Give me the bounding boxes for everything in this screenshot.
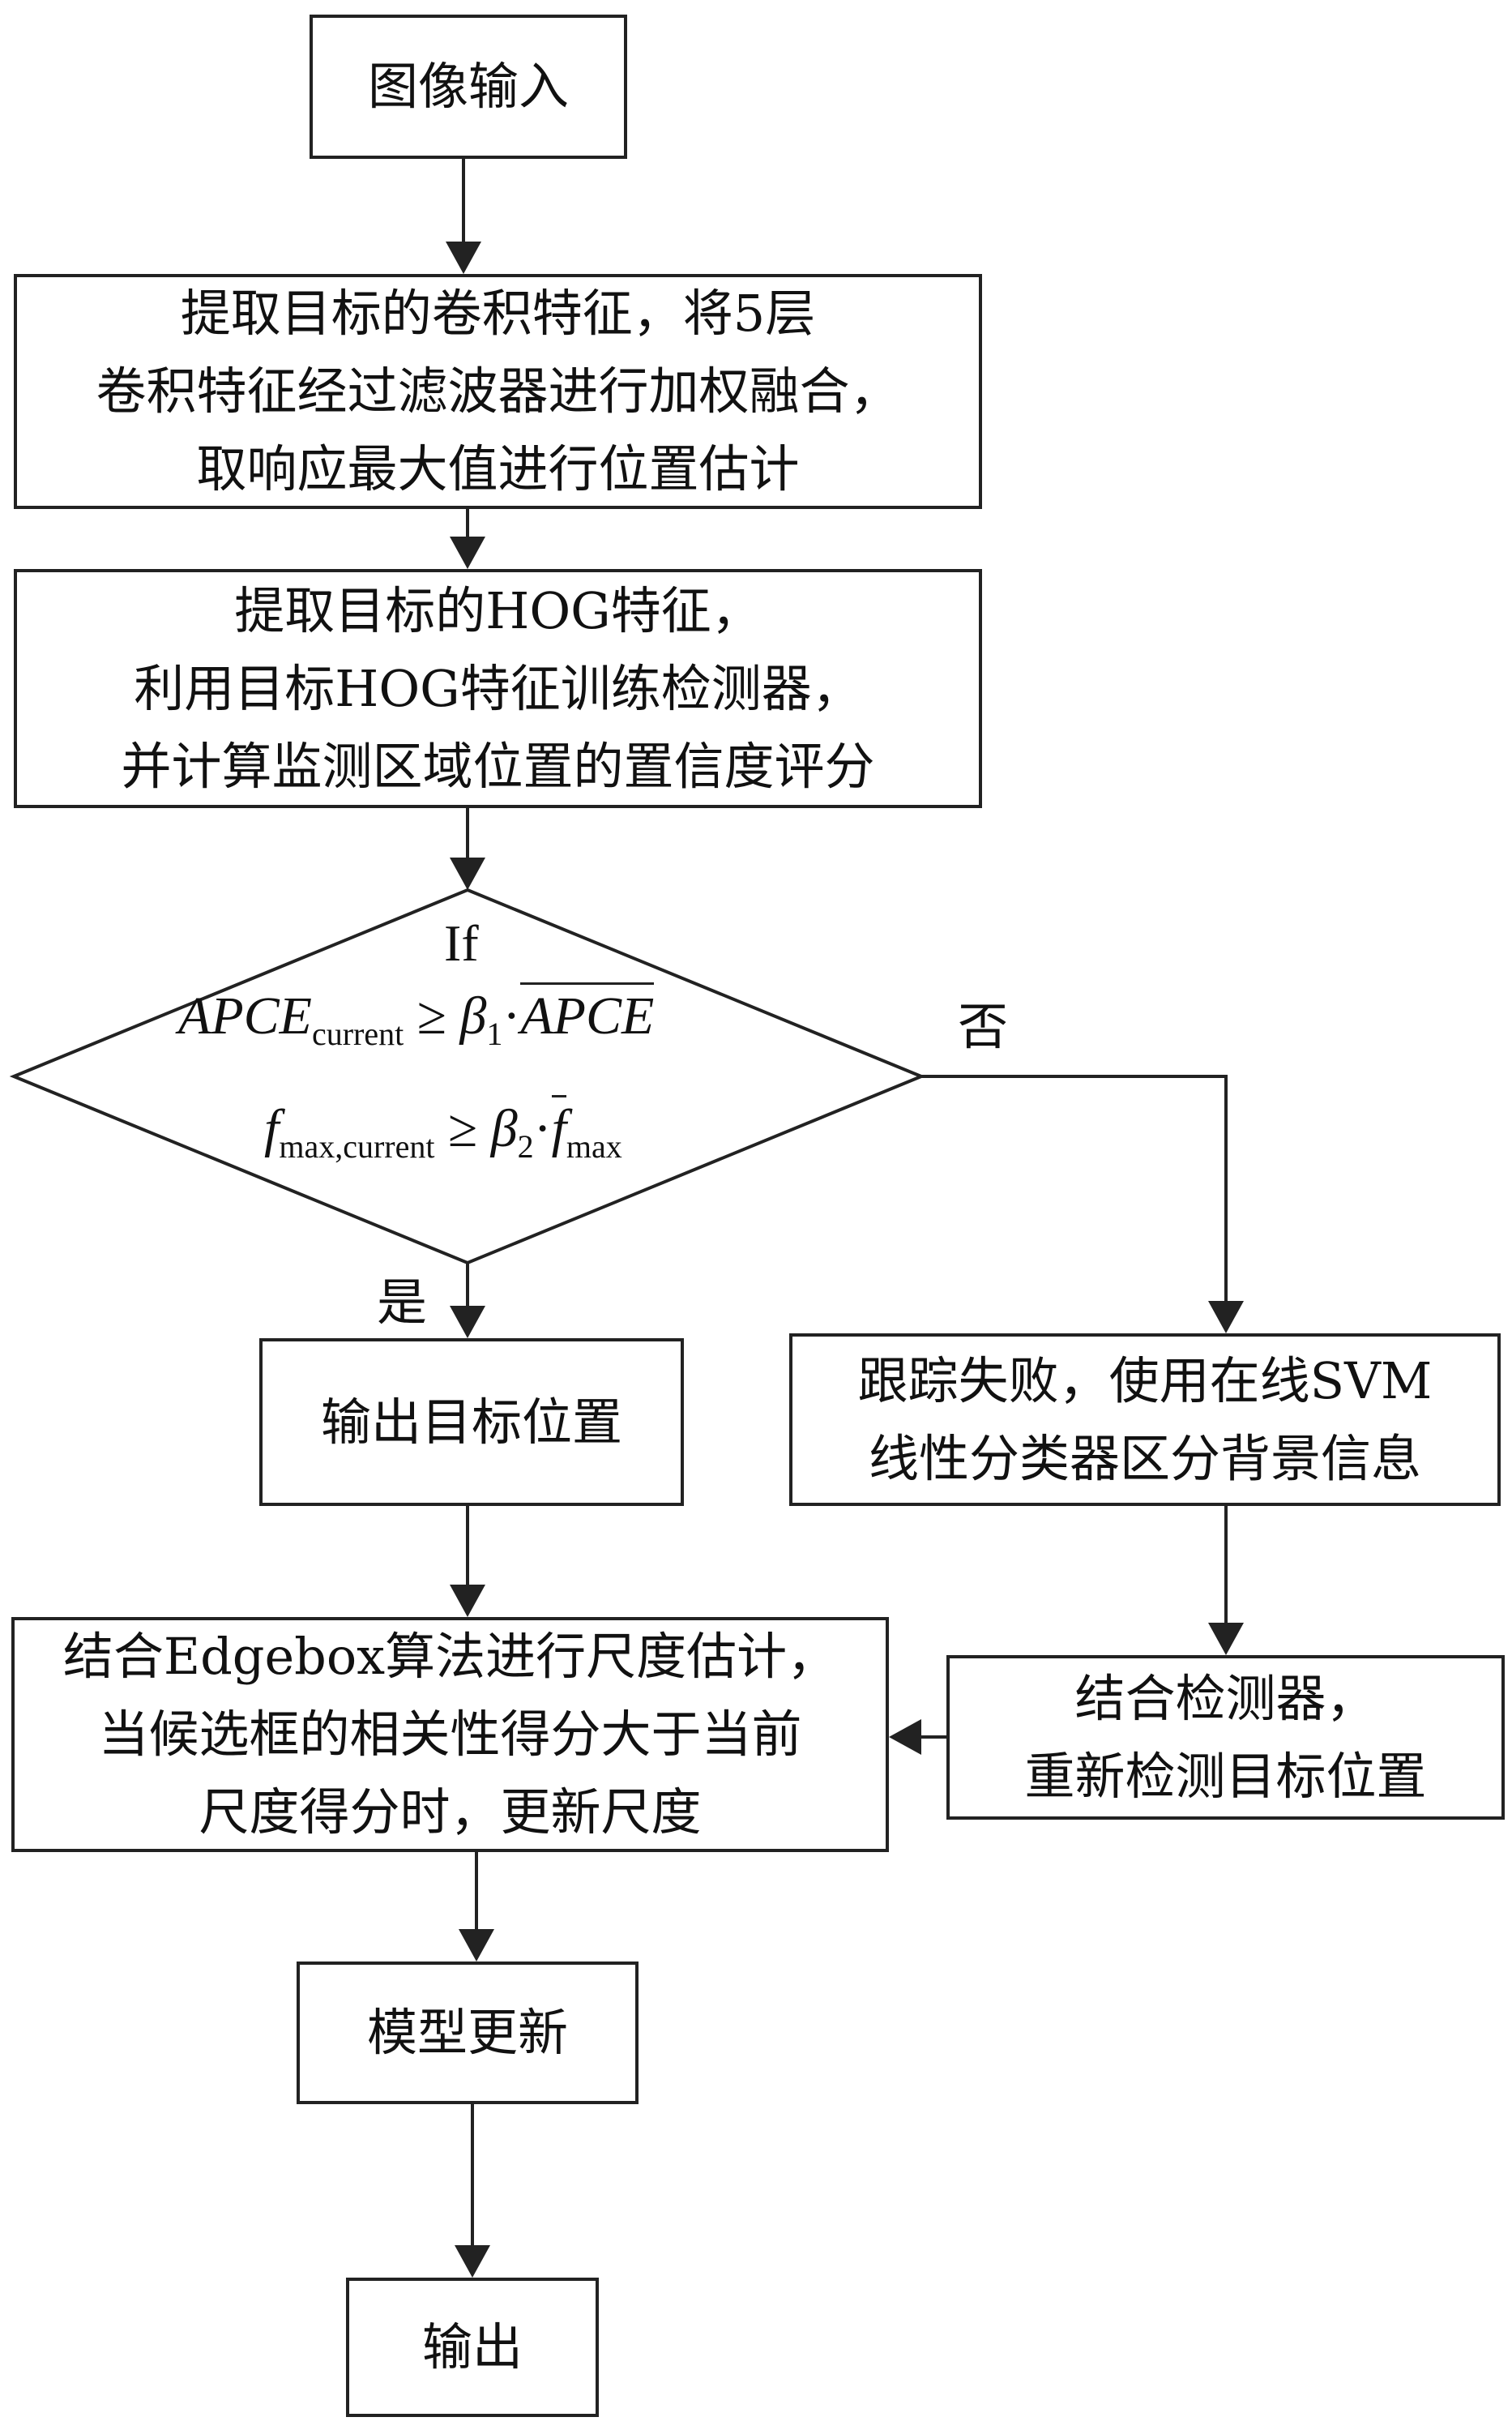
cond2-lhs: f [264, 1099, 280, 1158]
node-scale-line-2: 当候选框的相关性得分大于当前 [98, 1705, 802, 1764]
arrow-input-to-conv [446, 159, 481, 274]
arrow-update-to-output [455, 2104, 490, 2278]
cond2-rhs: f [551, 1095, 566, 1158]
node-redetect-line-2: 重新检测目标位置 [1024, 1746, 1427, 1806]
decision-condition-1: APCEcurrent ≥ β1·APCE [178, 982, 655, 1065]
node-model-update: 模型更新 [297, 1962, 639, 2104]
arrow-decision-yes [450, 1263, 485, 1338]
node-tracking-fail: 跟踪失败，使用在线SVM 线性分类器区分背景信息 [789, 1333, 1501, 1506]
edge-label-yes: 是 [377, 1273, 428, 1332]
arrow-decision-no [921, 1075, 1244, 1333]
node-hog-line-3: 并计算监测区域位置的置信度评分 [121, 736, 875, 796]
node-redetect-line-1: 结合检测器， [1074, 1668, 1377, 1728]
node-fail-line-1: 跟踪失败，使用在线SVM [857, 1350, 1433, 1410]
cond2-beta: β [490, 1099, 518, 1158]
cond2-dot: · [533, 1099, 552, 1158]
node-hog-features: 提取目标的HOG特征， 利用目标HOG特征训练检测器， 并计算监测区域位置的置信… [14, 569, 982, 808]
node-scale-estimation: 结合Edgebox算法进行尺度估计， 当候选框的相关性得分大于当前 尺度得分时，… [11, 1617, 889, 1852]
cond1-op: ≥ [416, 986, 446, 1046]
decision-condition-2: fmax,current ≥ β2·fmax [264, 1095, 622, 1178]
arrow-conv-to-hog [450, 509, 485, 569]
arrow-hog-to-decision [450, 808, 485, 890]
cond2-rhs-sub: max [566, 1128, 622, 1165]
arrow-fail-to-redetect [1208, 1506, 1244, 1655]
decision-title: If [444, 914, 479, 972]
node-redetect: 结合检测器， 重新检测目标位置 [946, 1655, 1505, 1820]
cond1-lhs: APCE [178, 986, 312, 1046]
cond2-op: ≥ [447, 1099, 478, 1158]
node-conv-line-3: 取响应最大值进行位置估计 [196, 439, 800, 498]
cond2-beta-sub: 2 [517, 1128, 534, 1165]
node-output: 输出 [346, 2278, 599, 2417]
node-conv-features: 提取目标的卷积特征，将5层 卷积特征经过滤波器进行加权融合， 取响应最大值进行位… [14, 274, 982, 509]
node-hog-line-2: 利用目标HOG特征训练检测器， [134, 658, 862, 718]
node-scale-line-1: 结合Edgebox算法进行尺度估计， [62, 1627, 838, 1686]
node-output-position: 输出目标位置 [259, 1338, 684, 1506]
node-conv-line-2: 卷积特征经过滤波器进行加权融合， [96, 362, 900, 421]
node-output-position-text: 输出目标位置 [320, 1392, 622, 1452]
cond2-lhs-sub: max,current [279, 1128, 435, 1165]
cond1-rhs: APCE [520, 982, 655, 1046]
node-conv-line-1: 提取目标的卷积特征，将5层 [180, 284, 816, 343]
node-image-input-text: 图像输入 [367, 57, 569, 116]
cond1-beta: β [459, 986, 487, 1046]
node-model-update-text: 模型更新 [366, 2003, 568, 2062]
node-scale-line-3: 尺度得分时，更新尺度 [199, 1782, 702, 1842]
node-fail-line-2: 线性分类器区分背景信息 [868, 1428, 1421, 1488]
arrow-redetect-to-scale [889, 1719, 946, 1755]
arrow-scale-to-update [459, 1852, 494, 1962]
cond1-beta-sub: 1 [486, 1016, 503, 1052]
cond1-dot: · [502, 986, 521, 1046]
edge-label-no: 否 [958, 997, 1009, 1056]
cond1-lhs-sub: current [311, 1016, 404, 1052]
arrow-output-pos-to-scale [450, 1506, 485, 1617]
node-hog-line-1: 提取目标的HOG特征， [234, 580, 762, 640]
node-image-input: 图像输入 [310, 15, 627, 159]
node-output-text: 输出 [421, 2317, 523, 2377]
